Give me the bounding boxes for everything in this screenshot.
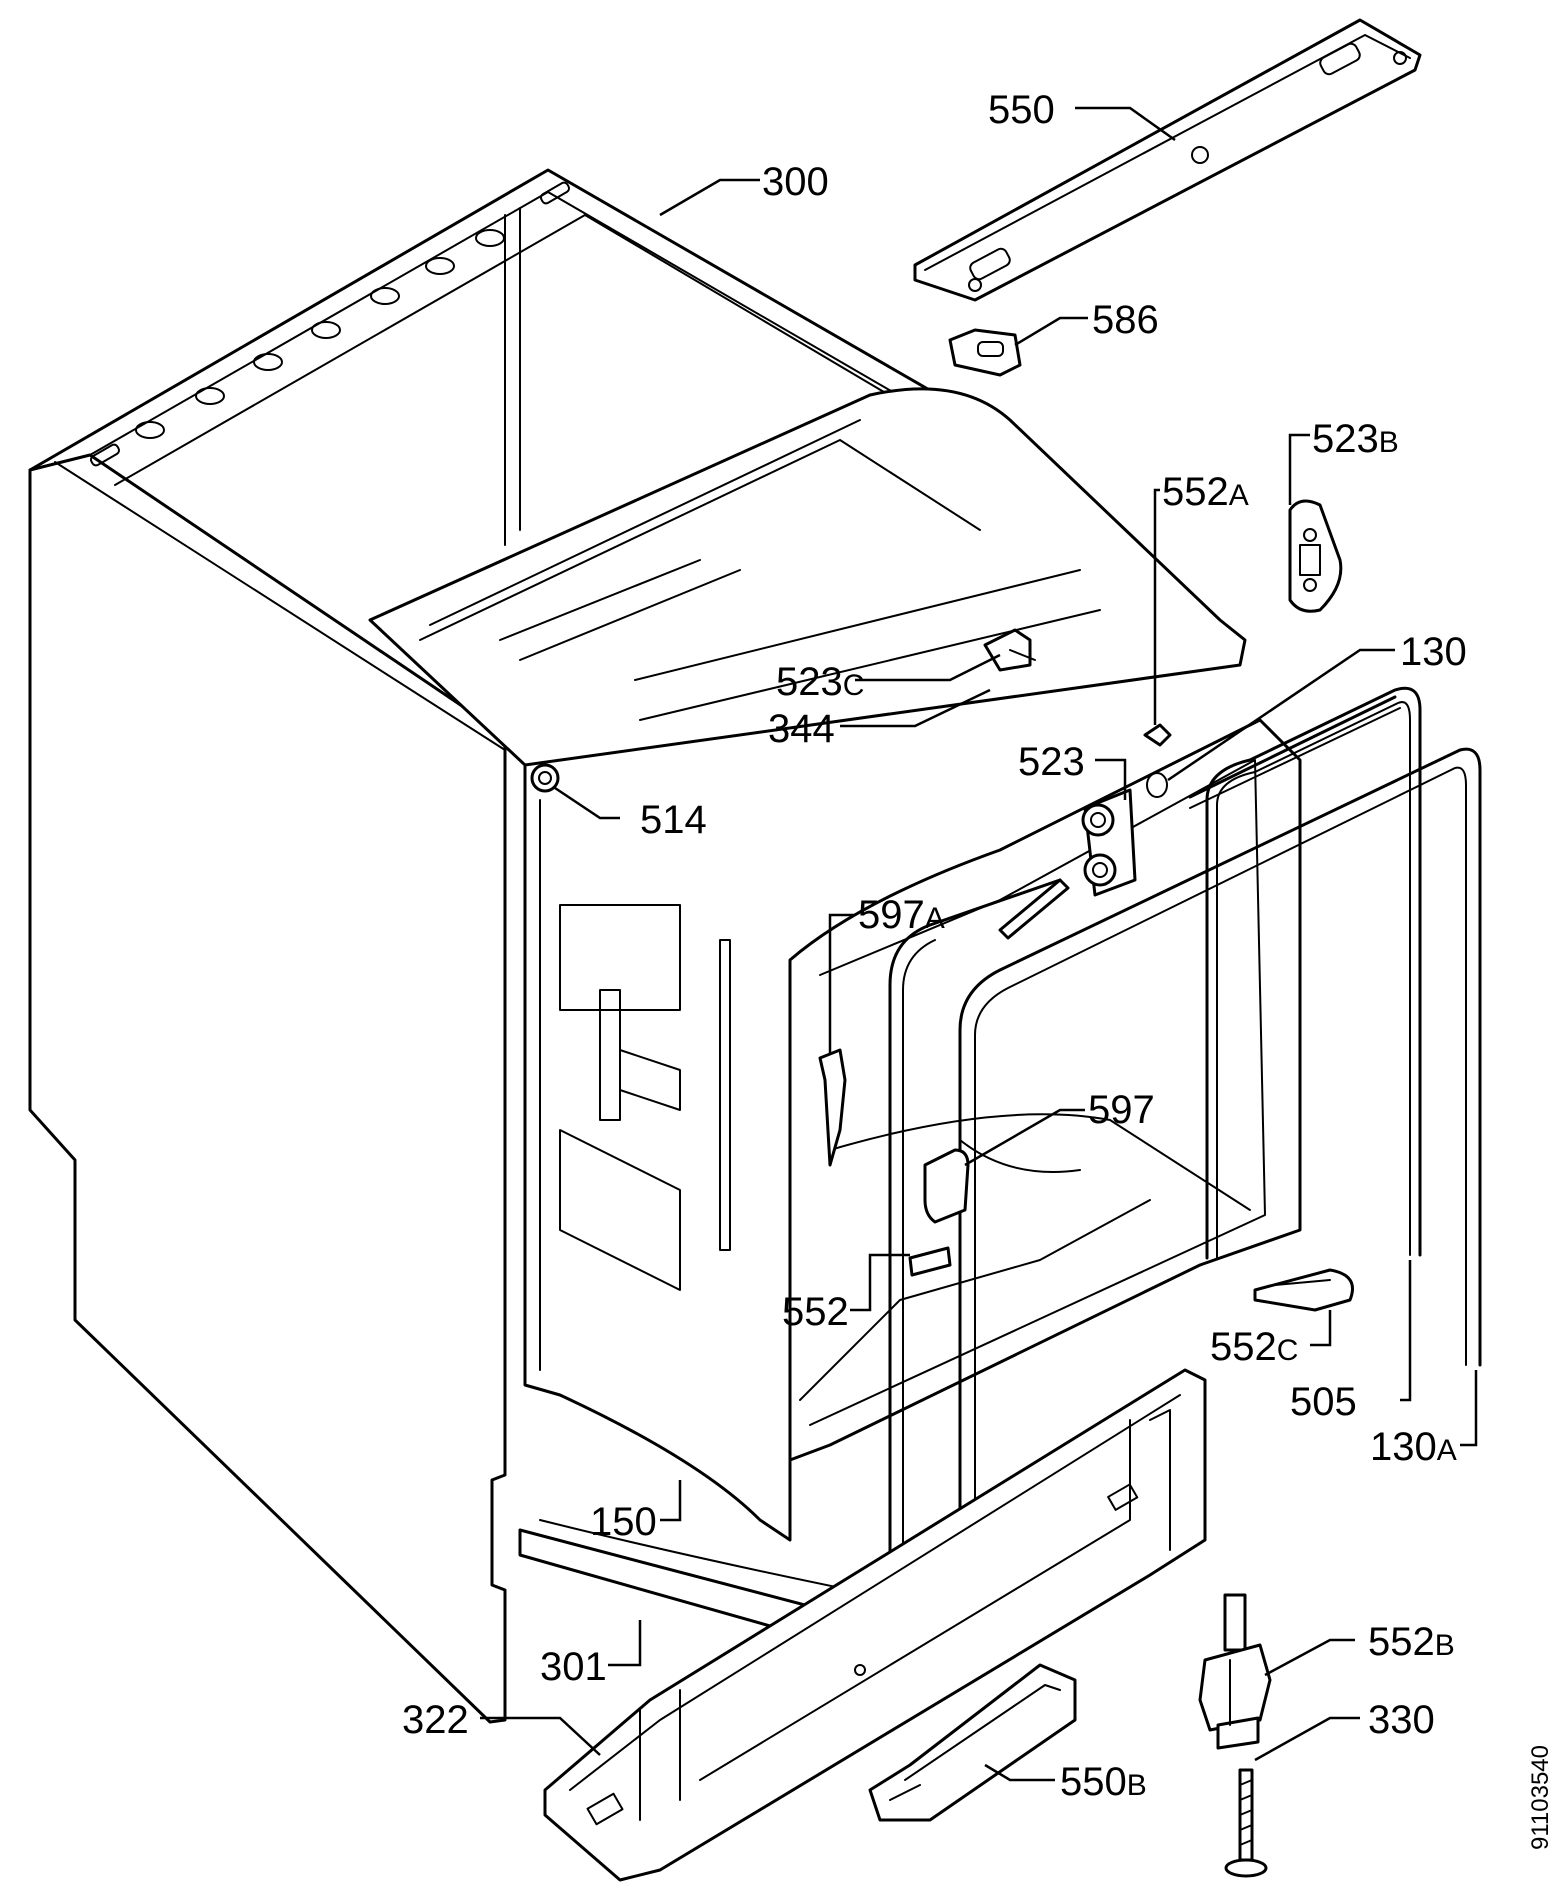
label-301: 301 (540, 1645, 607, 1689)
label-523: 523 (1018, 740, 1085, 784)
label-597a: 597A (858, 893, 945, 937)
bracket-550b (868, 1663, 1077, 1822)
top-mounting-rail (913, 18, 1422, 302)
leader-lines (480, 106, 1478, 1782)
screw-552a (1143, 723, 1172, 747)
bracket-523b (1288, 499, 1343, 613)
tub (368, 387, 1302, 1662)
label-597: 597 (1088, 1088, 1155, 1132)
label-550: 550 (988, 88, 1055, 132)
part-labels: 550 300 586 523B 552A 130 523C 344 523 5… (402, 88, 1467, 1804)
hinge-523c (983, 628, 1036, 672)
label-344: 344 (768, 707, 835, 751)
roller-hinge-523 (1081, 788, 1137, 897)
washer-514 (530, 763, 560, 793)
label-505: 505 (1290, 1380, 1357, 1424)
label-552b: 552B (1368, 1620, 1455, 1664)
label-130a: 130A (1370, 1425, 1457, 1469)
bar-552 (908, 1246, 952, 1277)
label-130: 130 (1400, 630, 1467, 674)
adjustable-foot-552b (1198, 1593, 1272, 1750)
base-frame-322 (543, 1368, 1207, 1882)
label-552a: 552A (1162, 470, 1249, 514)
label-552c: 552C (1210, 1325, 1298, 1369)
clip-586 (948, 328, 1022, 377)
rear-rail-holes (89, 181, 571, 467)
latch-597a (818, 1048, 847, 1167)
label-552: 552 (782, 1290, 849, 1334)
label-322: 322 (402, 1698, 469, 1742)
door-seals (888, 686, 1482, 1652)
label-300: 300 (762, 160, 829, 204)
document-number: 91103540 (1527, 1745, 1554, 1850)
label-523b: 523B (1312, 417, 1399, 461)
label-586: 586 (1092, 298, 1159, 342)
label-330: 330 (1368, 1698, 1435, 1742)
ring-130 (1146, 772, 1168, 798)
label-150: 150 (590, 1500, 657, 1544)
label-550b: 550B (1060, 1760, 1147, 1804)
label-523c: 523C (776, 660, 864, 704)
latch-597 (923, 1148, 970, 1224)
label-514: 514 (640, 798, 707, 842)
foot-552c (1253, 1268, 1354, 1312)
screw-330 (1224, 1768, 1268, 1878)
